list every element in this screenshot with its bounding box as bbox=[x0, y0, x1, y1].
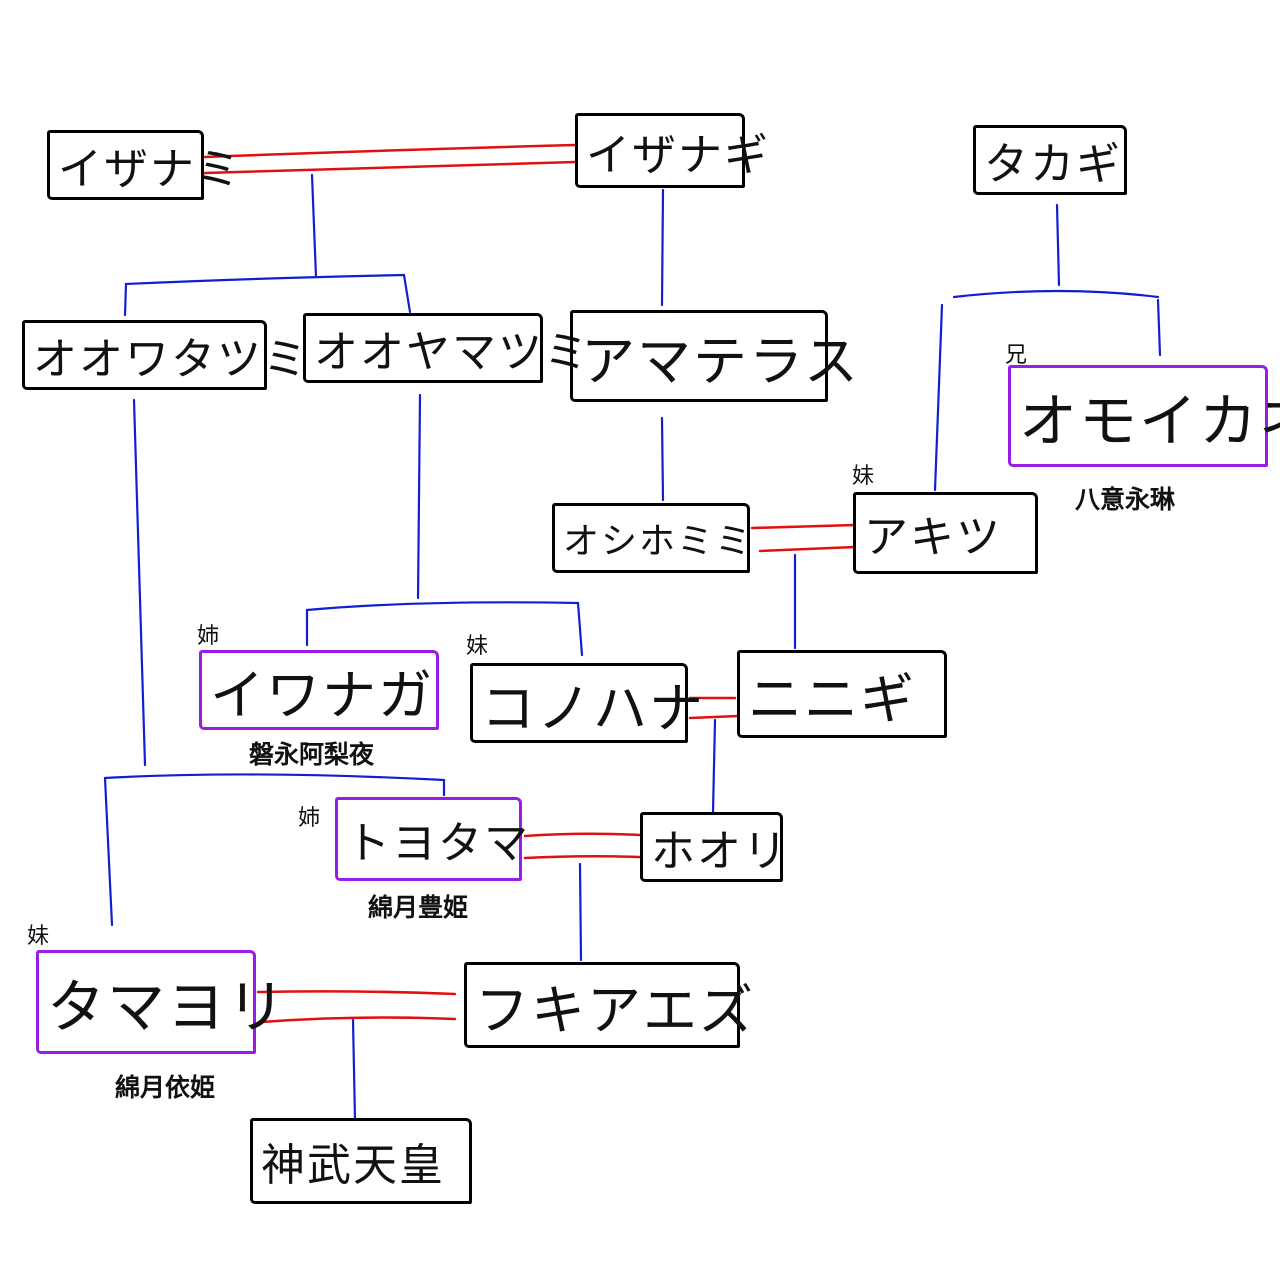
node-oshihomimi: オシホミミ bbox=[552, 503, 751, 573]
node-ooyamatsumi: オオヤマツミ bbox=[303, 313, 588, 383]
descent-izanami-stem bbox=[310, 173, 318, 279]
relation-label-iwanaga: 姉 bbox=[197, 624, 220, 649]
descent-ooyamatsumi-stem bbox=[416, 393, 422, 600]
descent-ninigi-hoori bbox=[711, 718, 717, 814]
marriage-toyotama-hoori bbox=[523, 832, 642, 860]
node-hoori: ホオリ bbox=[640, 812, 787, 882]
marriage-oshihomimi-akitsu bbox=[750, 523, 857, 553]
relation-label-omoikane: 兄 bbox=[1005, 343, 1028, 368]
node-tamayori: タマヨリ bbox=[36, 950, 285, 1054]
relation-label-toyotama: 姉 bbox=[298, 806, 321, 831]
alias-tamayori: 綿月依姫 bbox=[115, 1073, 216, 1102]
node-izanagi: イザナギ bbox=[575, 113, 768, 188]
descent-takagi-omoikane bbox=[1156, 298, 1162, 357]
node-ninigi: ニニギ bbox=[737, 650, 947, 738]
descent-oowatatsumi-stem bbox=[132, 398, 147, 767]
relation-label-tamayori: 妹 bbox=[27, 924, 50, 949]
node-jimmu: 神武天皇 bbox=[250, 1118, 472, 1204]
descent-takagi-stem bbox=[1055, 203, 1061, 287]
node-takagi: タカギ bbox=[973, 125, 1127, 195]
descent-izanagi-amaterasu bbox=[660, 188, 665, 307]
relation-label-akitsu: 妹 bbox=[852, 464, 875, 489]
node-akitsu: アキツ bbox=[853, 492, 1038, 574]
descent-takagi-branch bbox=[952, 289, 1160, 299]
descent-takagi-akitsu bbox=[933, 303, 944, 492]
node-omoikane: オモイカネ bbox=[1008, 365, 1280, 467]
node-iwanaga: イワナガ bbox=[199, 650, 439, 730]
alias-omoikane: 八意永琳 bbox=[1075, 485, 1176, 514]
marriage-tamayori-fukiaezu bbox=[256, 990, 457, 1024]
descent-amaterasu-oshihomimi bbox=[660, 416, 665, 502]
relation-label-konohana: 妹 bbox=[466, 634, 489, 659]
marriage-izanami-izanagi bbox=[203, 143, 577, 175]
marriage-konohana-ninigi bbox=[688, 696, 740, 720]
node-oowatatsumi: オオワタツミ bbox=[22, 320, 307, 390]
descent-oowatatsumi-branch bbox=[103, 773, 446, 927]
alias-iwanaga: 磐永阿梨夜 bbox=[249, 740, 375, 769]
node-amaterasu: アマテラス bbox=[570, 310, 858, 402]
alias-toyotama: 綿月豊姫 bbox=[368, 893, 469, 922]
node-izanami: イザナミ bbox=[47, 130, 240, 200]
descent-fukiaezu-jimmu bbox=[351, 1018, 357, 1122]
descent-izanami-branch bbox=[123, 273, 412, 317]
node-fukiaezu: フキアエズ bbox=[464, 962, 753, 1048]
descent-ooyamatsumi-branch bbox=[305, 601, 584, 657]
descent-hoori-fukiaezu bbox=[578, 862, 583, 962]
node-konohana: コノハナ bbox=[470, 663, 703, 743]
node-toyotama: トヨタマ bbox=[335, 797, 528, 881]
